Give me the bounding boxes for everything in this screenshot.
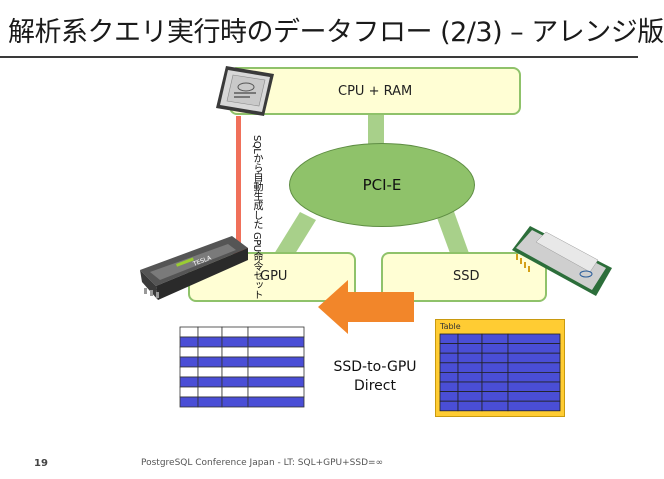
instruction-arrow-shaft <box>236 116 241 254</box>
table-cell <box>221 376 249 388</box>
table-cell <box>457 381 483 393</box>
cpu-ram-label: CPU + RAM <box>338 84 413 99</box>
table-cell <box>457 333 483 345</box>
table-cell <box>221 346 249 358</box>
pci-e-label: PCI-E <box>362 176 402 194</box>
pci-e-bus: PCI-E <box>289 143 475 227</box>
table-cell <box>247 396 305 408</box>
table-cell <box>507 400 561 412</box>
table-cell <box>439 343 459 354</box>
ssd-label: SSD <box>453 269 480 284</box>
ssd-bus-link <box>436 206 470 264</box>
table-cell <box>457 352 483 364</box>
slide-number: 19 <box>34 458 48 469</box>
direct-transfer-arrow <box>318 280 414 334</box>
table-cell <box>507 391 561 402</box>
table-cell <box>457 362 483 373</box>
table-cell <box>507 343 561 354</box>
table-cell <box>197 326 223 338</box>
title-divider <box>0 56 638 58</box>
table-cell <box>439 381 459 393</box>
ssd-table-grid <box>439 333 561 412</box>
table-cell <box>197 366 223 378</box>
table-cell <box>481 333 509 345</box>
ssd-box: SSD <box>381 252 547 302</box>
table-cell <box>221 336 249 348</box>
table-cell <box>507 372 561 383</box>
ssd-table: Table <box>435 319 565 417</box>
table-cell <box>481 362 509 373</box>
table-cell <box>247 356 305 368</box>
direct-line-2: Direct <box>354 378 396 394</box>
table-cell <box>179 356 199 368</box>
table-cell <box>221 366 249 378</box>
table-cell <box>197 356 223 368</box>
table-cell <box>247 346 305 358</box>
cpu-bus-link <box>368 113 384 147</box>
table-cell <box>439 400 459 412</box>
table-cell <box>221 386 249 398</box>
table-cell <box>221 326 249 338</box>
table-cell <box>221 396 249 408</box>
table-cell <box>481 400 509 412</box>
table-cell <box>197 336 223 348</box>
table-cell <box>197 376 223 388</box>
table-cell <box>481 381 509 393</box>
table-cell <box>457 400 483 412</box>
table-cell <box>457 343 483 354</box>
table-cell <box>439 391 459 402</box>
gpu-label: GPU <box>260 269 288 284</box>
nvidia-tesla-gpu-icon: TESLA <box>140 236 248 300</box>
table-cell <box>179 386 199 398</box>
intel-ssd-card-icon <box>512 226 612 296</box>
table-cell <box>481 343 509 354</box>
table-cell <box>507 381 561 393</box>
table-cell <box>179 346 199 358</box>
table-cell <box>197 346 223 358</box>
table-cell <box>197 386 223 398</box>
table-cell <box>481 391 509 402</box>
table-cell <box>247 386 305 398</box>
table-cell <box>197 396 223 408</box>
table-cell <box>507 333 561 345</box>
gpu-bus-link <box>274 212 316 262</box>
slide-title: 解析系クエリ実行時のデータフロー (2/3) – アレンジ版 <box>8 17 664 48</box>
table-cell <box>247 376 305 388</box>
ssd-table-label: Table <box>440 322 461 331</box>
table-cell <box>457 372 483 383</box>
table-cell <box>247 366 305 378</box>
table-cell <box>507 362 561 373</box>
table-cell <box>247 336 305 348</box>
table-cell <box>457 391 483 402</box>
gpu-table <box>179 326 305 408</box>
bus-connectors <box>274 113 470 264</box>
table-cell <box>481 352 509 364</box>
table-cell <box>221 356 249 368</box>
table-cell <box>179 336 199 348</box>
direct-transfer-arrow-shape <box>318 280 414 334</box>
table-cell <box>179 376 199 388</box>
table-cell <box>179 396 199 408</box>
table-cell <box>439 352 459 364</box>
table-cell <box>481 372 509 383</box>
table-cell <box>179 366 199 378</box>
direct-transfer-label: SSD-to-GPU Direct <box>325 358 425 396</box>
direct-line-1: SSD-to-GPU <box>333 359 417 375</box>
table-cell <box>179 326 199 338</box>
footer-caption: PostgreSQL Conference Japan - LT: SQL+GP… <box>141 458 384 468</box>
table-cell <box>247 326 305 338</box>
table-cell <box>439 333 459 345</box>
table-cell <box>439 362 459 373</box>
intel-cpu-chip-icon <box>216 66 274 116</box>
table-cell <box>439 372 459 383</box>
table-cell <box>507 352 561 364</box>
instruction-annotation: SQLから自動生成した GPU命令セット <box>251 135 262 300</box>
